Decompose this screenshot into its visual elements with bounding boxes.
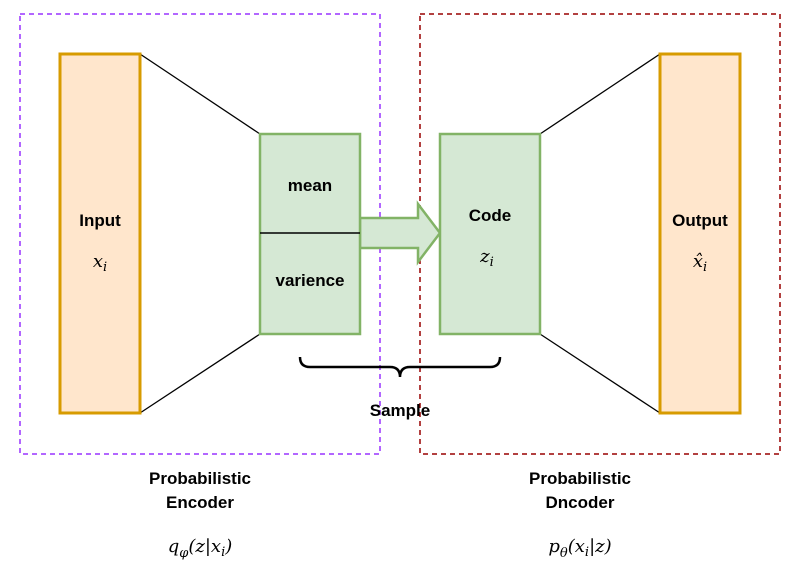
mean-label: mean [288,176,332,195]
output-box [658,52,742,415]
encoder-formula: qφ(z|xi) [168,536,233,561]
decoder-funnel-bottom [539,333,661,414]
latent-box [258,132,362,336]
output-label: Output [672,211,728,230]
code-box [438,132,542,336]
decoder-formula: pθ(xi|z) [548,536,611,561]
decoder-title-line1: Probabilistic [529,469,631,488]
sample-label: Sample [370,401,430,420]
sample-arrow [358,200,442,266]
input-symbol: xi [93,251,107,275]
decoder-funnel-top [539,53,661,135]
encoder-title-line2: Encoder [166,493,234,512]
input-box [58,52,142,415]
variance-label: varience [276,271,345,290]
encoder-funnel-top [139,53,261,135]
encoder-title-line1: Probabilistic [149,469,251,488]
decoder-title-line2: Dncoder [546,493,615,512]
encoder-funnel-bottom [139,333,261,414]
sample-brace [298,356,502,378]
output-symbol: x̂i [693,251,707,275]
code-label: Code [469,206,512,225]
code-symbol: zi [479,246,494,270]
input-label: Input [79,211,121,230]
